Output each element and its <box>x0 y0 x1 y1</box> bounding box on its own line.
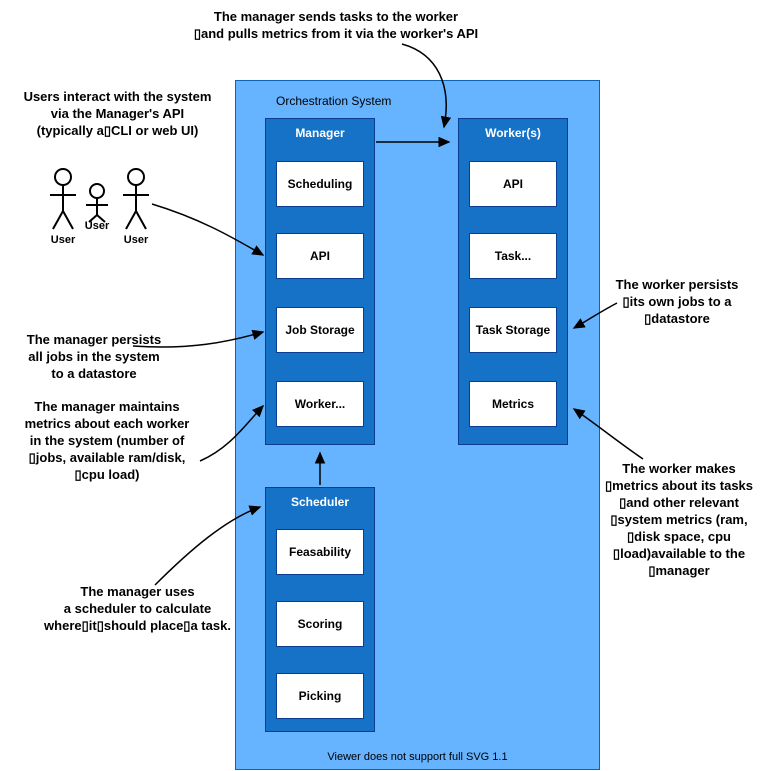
module-feasability: Feasability <box>276 529 364 575</box>
annotation-maintain-metrics: The manager maintains metrics about each… <box>24 399 190 482</box>
annotation-worker-persists: The worker persists ▯its own jobs to a ▯… <box>615 277 739 326</box>
user1-head <box>54 168 72 186</box>
scheduler-group: Scheduler Feasability Scoring Picking <box>265 487 375 732</box>
module-task: Task... <box>469 233 557 279</box>
module-manager-api: API <box>276 233 364 279</box>
module-scheduling: Scheduling <box>276 161 364 207</box>
svg-support-notice: Viewer does not support full SVG 1.1 <box>327 751 508 763</box>
user2-label: User <box>85 220 110 232</box>
module-picking: Picking <box>276 673 364 719</box>
annotation-users-interact: Users interact with the system via the M… <box>23 89 212 138</box>
module-worker-registry: Worker... <box>276 381 364 427</box>
user3-label: User <box>124 234 149 246</box>
module-job-storage: Job Storage <box>276 307 364 353</box>
user-figure-3: User <box>123 168 149 246</box>
annotation-use-scheduler: The manager uses a scheduler to calculat… <box>44 584 231 633</box>
module-task-storage: Task Storage <box>469 307 557 353</box>
module-metrics: Metrics <box>469 381 557 427</box>
module-scoring: Scoring <box>276 601 364 647</box>
user3-head <box>127 168 145 186</box>
user-figure-2: User <box>85 183 110 232</box>
user1-label: User <box>51 234 76 246</box>
module-worker-api: API <box>469 161 557 207</box>
manager-group: Manager Scheduling API Job Storage Worke… <box>265 118 375 445</box>
scheduler-group-title: Scheduler <box>290 495 350 509</box>
annotation-worker-metrics: The worker makes ▯metrics about its task… <box>604 461 754 578</box>
user-figure-1: User <box>50 168 76 246</box>
annotation-persist-jobs: The manager persists all jobs in the sys… <box>26 332 162 381</box>
workers-group-title: Worker(s) <box>485 126 541 140</box>
annotation-send-tasks: The manager sends tasks to the worker ▯a… <box>193 9 479 41</box>
user2-head <box>89 183 105 199</box>
container-title: Orchestration System <box>276 94 392 108</box>
manager-group-title: Manager <box>295 126 345 140</box>
workers-group: Worker(s) API Task... Task Storage Metri… <box>458 118 568 445</box>
